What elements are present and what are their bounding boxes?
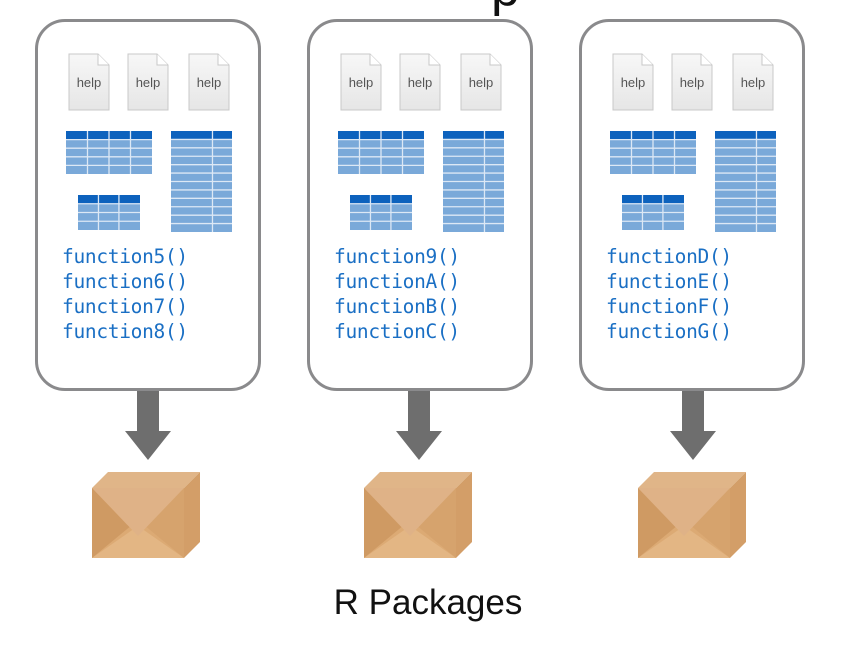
help-label: help [620,75,646,90]
function-name: function6() [62,270,188,293]
function-name: functionC() [334,320,460,343]
function-name: functionG() [606,320,732,343]
help-file-icon: help [68,53,110,111]
down-arrow-icon [669,391,717,463]
help-label: help [76,75,102,90]
help-file-icon: help [399,53,441,111]
function-list: function5()function6()function7()functio… [62,244,188,344]
data-table-icon [715,131,776,237]
data-table-icon [171,131,232,237]
help-label: help [348,75,374,90]
package-box-icon [364,470,474,560]
help-file-icon: help [732,53,774,111]
function-list: function9()functionA()functionB()functio… [334,244,460,344]
title-fragment: p [491,0,520,14]
function-name: functionB() [334,295,460,318]
function-name: functionE() [606,270,732,293]
data-table-icon [78,195,140,235]
function-name: function5() [62,245,188,268]
help-file-icon: help [612,53,654,111]
function-name: functionD() [606,245,732,268]
help-label: help [740,75,766,90]
function-name: functionF() [606,295,732,318]
down-arrow-icon [124,391,172,463]
data-table-icon [338,131,424,179]
package-box-icon [638,470,748,560]
function-name: function9() [334,245,460,268]
help-label: help [135,75,161,90]
data-table-icon [66,131,152,179]
help-label: help [679,75,705,90]
data-table-icon [610,131,696,179]
help-label: help [196,75,222,90]
data-table-icon [443,131,504,237]
package-box-icon [92,470,202,560]
function-name: function7() [62,295,188,318]
down-arrow-icon [395,391,443,463]
data-table-icon [350,195,412,235]
help-label: help [468,75,494,90]
function-name: function8() [62,320,188,343]
help-file-icon: help [127,53,169,111]
help-file-icon: help [671,53,713,111]
help-file-icon: help [340,53,382,111]
function-name: functionA() [334,270,460,293]
help-file-icon: help [188,53,230,111]
help-file-icon: help [460,53,502,111]
data-table-icon [622,195,684,235]
help-label: help [407,75,433,90]
function-list: functionD()functionE()functionF()functio… [606,244,732,344]
caption: R Packages [333,583,523,622]
